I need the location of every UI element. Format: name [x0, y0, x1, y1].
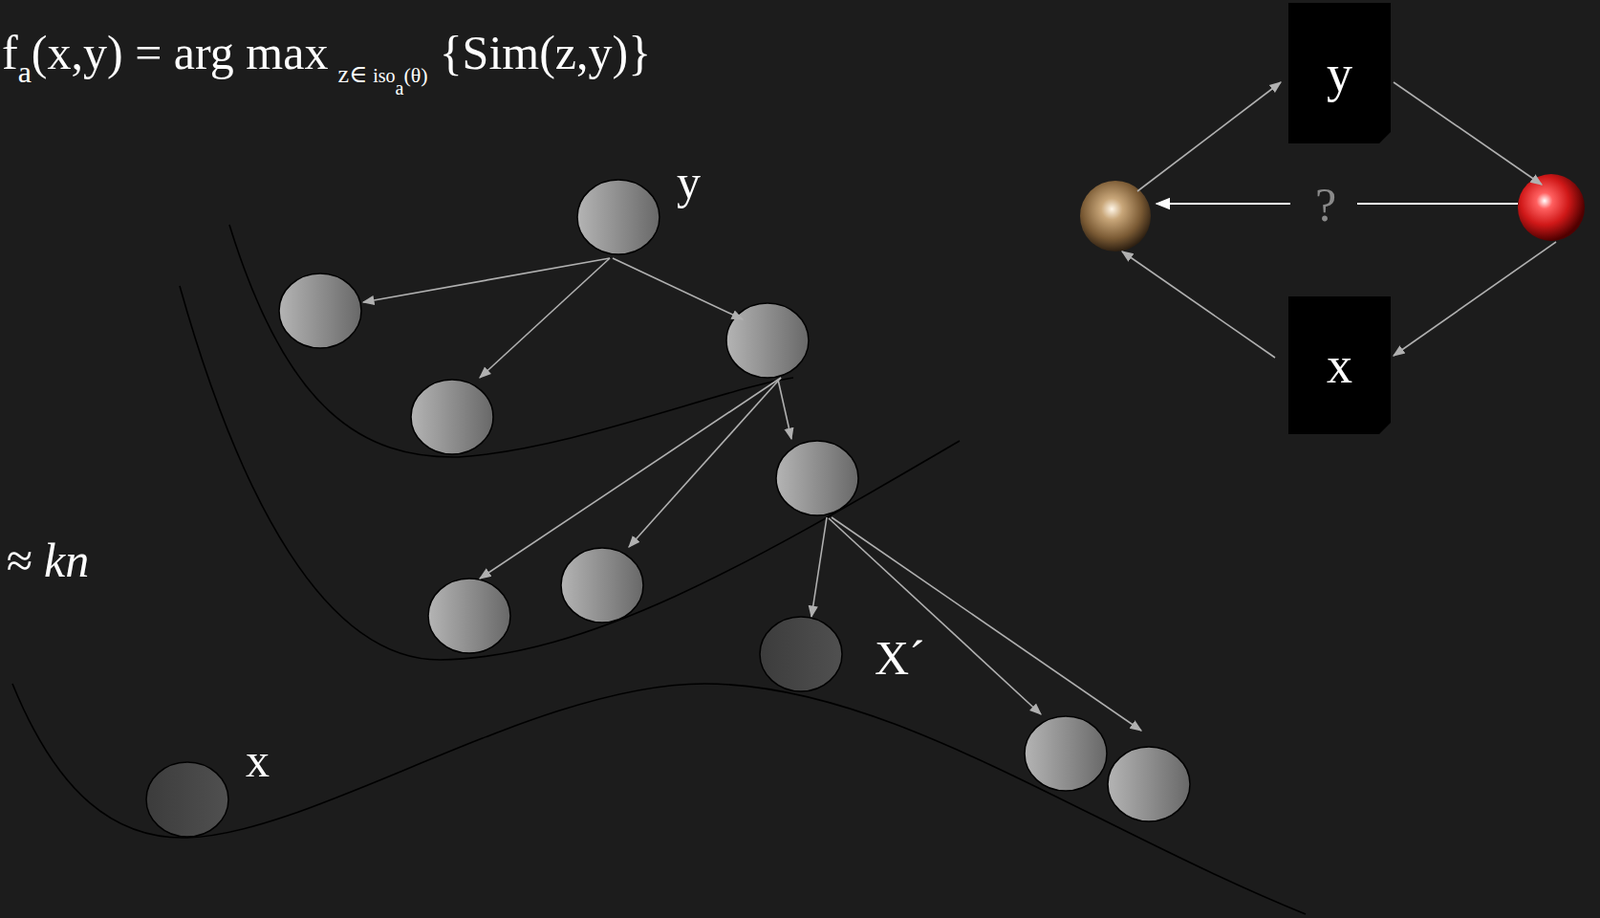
state-circle [1024, 715, 1107, 791]
formula-part: iso [372, 64, 395, 87]
node-label: x [245, 735, 270, 784]
formula-part: f [1, 24, 19, 81]
tree-arrow [831, 517, 1142, 731]
tree-arrow [828, 518, 1041, 714]
circle-shape [759, 616, 843, 692]
tree-arrow [811, 517, 827, 617]
state-circle [410, 379, 494, 455]
energy-curve [12, 683, 1306, 914]
formula-part: z∈ [337, 59, 368, 89]
tree-arrow [628, 377, 781, 547]
cycle-arrow [1393, 82, 1542, 185]
circle-shape [577, 179, 660, 255]
circle-outline [576, 178, 661, 256]
circle-outline [758, 615, 844, 692]
formula-part: (θ) [403, 63, 428, 88]
cycle-arrow [1393, 241, 1557, 356]
formula-part: a [395, 77, 405, 100]
formula-part: (x,y) = arg max [31, 24, 329, 81]
state-circle [279, 273, 362, 348]
tree-arrow [778, 379, 792, 439]
tree-arrow [479, 258, 610, 378]
state-circle [1107, 746, 1190, 822]
query-line [1357, 202, 1518, 205]
black-box: x [1288, 296, 1391, 434]
state-circle [776, 440, 859, 516]
red-sphere [1517, 173, 1585, 241]
box-label: y [1326, 46, 1353, 101]
state-circle: y [577, 179, 660, 255]
energy-curve [229, 224, 794, 457]
tree-arrows [363, 258, 1142, 731]
cycle-arrow [1137, 82, 1281, 192]
tree-circles [279, 273, 1190, 822]
state-circle [561, 547, 644, 623]
state-circle: x [146, 761, 229, 837]
circle-shape [146, 761, 229, 837]
node-label: X´ [874, 633, 926, 682]
formula-note: ≈ kn [5, 533, 89, 587]
formula-part: a [18, 54, 32, 90]
energy-curves [12, 224, 1306, 914]
state-circle: X´ [759, 616, 843, 692]
tree-arrow [363, 258, 610, 303]
node-label: y [676, 157, 701, 206]
query-arrow [1156, 202, 1291, 205]
brown-sphere [1080, 180, 1151, 252]
state-circle [726, 302, 809, 378]
circle-outline [145, 760, 230, 838]
formula: fa(x,y) = arg maxz∈isoa(θ){Sim(z,y)} [1, 24, 651, 81]
tree-arrow [479, 377, 781, 579]
state-circle [428, 578, 511, 653]
cycle-arrow [1122, 251, 1276, 358]
box-label: x [1326, 338, 1353, 392]
black-box: y [1288, 2, 1391, 144]
tree-arrow [612, 258, 743, 320]
question-mark: ? [1311, 177, 1341, 232]
formula-part: {Sim(z,y)} [439, 24, 652, 81]
